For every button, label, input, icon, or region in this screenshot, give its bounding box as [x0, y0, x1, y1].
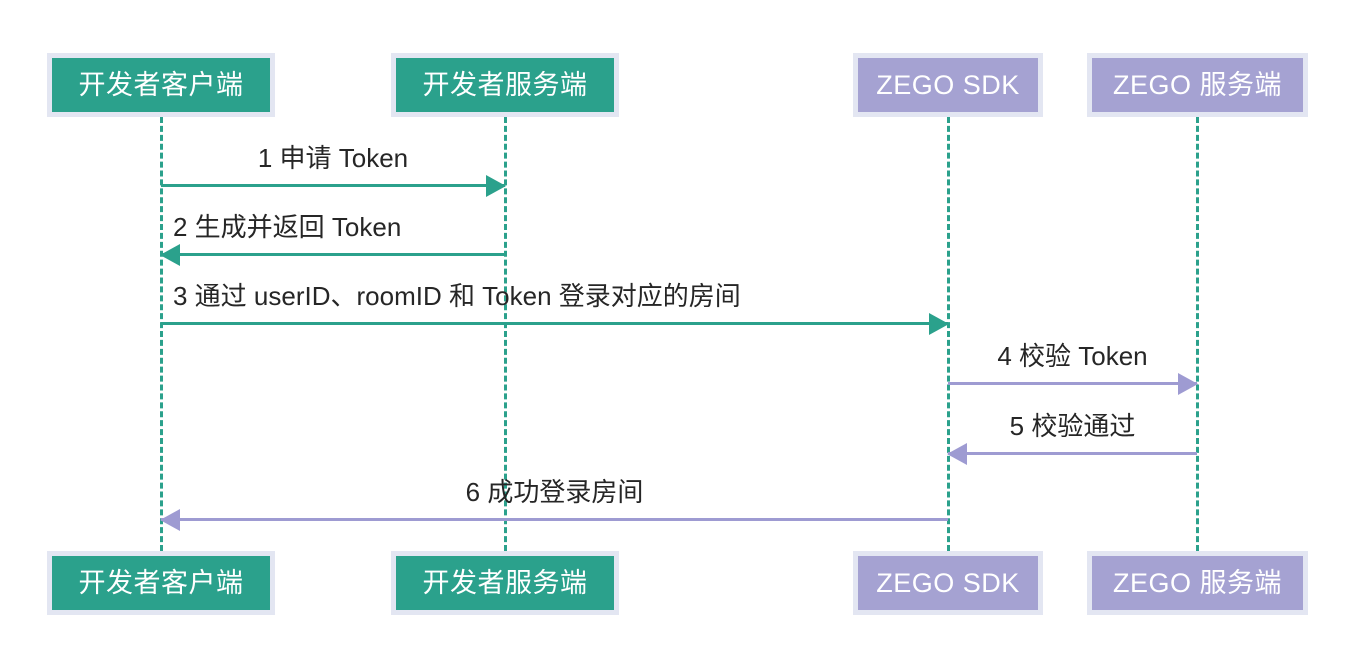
message-line-3: [161, 322, 948, 325]
participant-label: 开发者服务端: [422, 69, 588, 100]
message-arrowhead-6: [160, 509, 180, 531]
participant-label: ZEGO 服务端: [1112, 69, 1282, 100]
participant-bottom-zego-sdk[interactable]: ZEGO SDK: [853, 551, 1043, 615]
message-line-1: [161, 184, 505, 187]
participant-label: 开发者客户端: [78, 69, 244, 100]
lifeline-zego-server: [1196, 117, 1199, 551]
participant-top-dev-client[interactable]: 开发者客户端: [47, 53, 275, 117]
participant-top-zego-server[interactable]: ZEGO 服务端: [1087, 53, 1308, 117]
participant-label: ZEGO SDK: [876, 567, 1020, 598]
lifeline-dev-server: [504, 117, 507, 551]
participant-top-dev-server[interactable]: 开发者服务端: [391, 53, 619, 117]
message-arrowhead-1: [486, 175, 506, 197]
lifeline-dev-client: [160, 117, 163, 551]
message-label-6: 6 成功登录房间: [465, 477, 644, 507]
participant-label: 开发者客户端: [78, 567, 244, 598]
participant-label: ZEGO 服务端: [1112, 567, 1282, 598]
participant-label: ZEGO SDK: [876, 69, 1020, 100]
message-arrowhead-3: [929, 313, 949, 335]
message-arrowhead-4: [1178, 373, 1198, 395]
message-label-4: 4 校验 Token: [997, 341, 1148, 371]
message-label-1: 1 申请 Token: [257, 143, 409, 173]
participant-bottom-dev-client[interactable]: 开发者客户端: [47, 551, 275, 615]
message-line-6: [161, 518, 948, 521]
message-label-2: 2 生成并返回 Token: [173, 212, 402, 242]
message-label-3: 3 通过 userID、roomID 和 Token 登录对应的房间: [173, 281, 741, 311]
message-line-4: [948, 382, 1197, 385]
message-arrowhead-2: [160, 244, 180, 266]
participant-top-zego-sdk[interactable]: ZEGO SDK: [853, 53, 1043, 117]
message-line-5: [948, 452, 1197, 455]
participant-label: 开发者服务端: [422, 567, 588, 598]
message-label-5: 5 校验通过: [1009, 411, 1136, 441]
message-arrowhead-5: [947, 443, 967, 465]
participant-bottom-dev-server[interactable]: 开发者服务端: [391, 551, 619, 615]
message-line-2: [161, 253, 505, 256]
participant-bottom-zego-server[interactable]: ZEGO 服务端: [1087, 551, 1308, 615]
